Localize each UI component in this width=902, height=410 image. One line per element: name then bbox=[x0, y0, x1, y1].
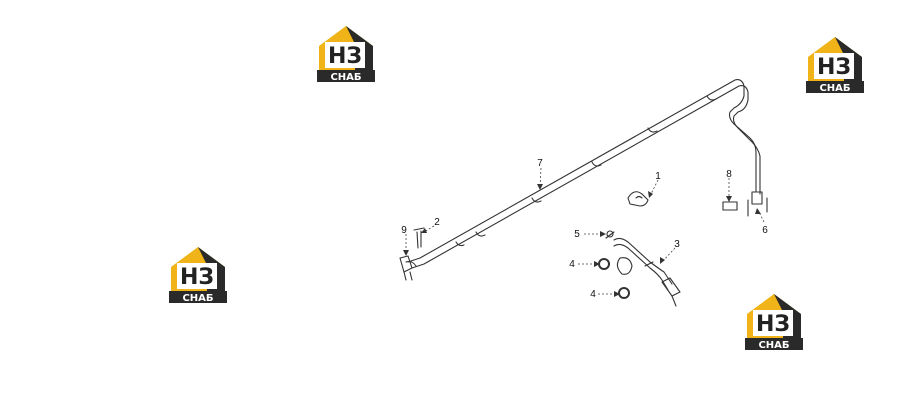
logo-sub-text: СНАБ bbox=[182, 293, 213, 304]
callout-4: 4 bbox=[590, 289, 596, 300]
logo-sub-text: СНАБ bbox=[330, 72, 361, 83]
leader-lines bbox=[405, 167, 765, 295]
watermark-logo: НЗ СНАБ bbox=[804, 33, 866, 95]
callout-labels: 7 1 2 9 5 3 4 4 8 6 bbox=[401, 158, 768, 300]
fuel-pipe-7 bbox=[407, 79, 761, 269]
callout-3: 3 bbox=[674, 239, 680, 250]
leader-arrows bbox=[403, 184, 761, 297]
logo-sub-text: СНАБ bbox=[819, 83, 850, 94]
callout-7: 7 bbox=[537, 158, 543, 169]
left-fitting bbox=[399, 227, 425, 281]
logo-main-text: НЗ bbox=[756, 312, 790, 337]
callout-1: 1 bbox=[655, 171, 661, 182]
logo-main-text: НЗ bbox=[817, 55, 851, 80]
callout-4: 4 bbox=[569, 259, 575, 270]
callout-8: 8 bbox=[726, 169, 732, 180]
callout-5: 5 bbox=[574, 229, 580, 240]
fuel-line-part-3 bbox=[605, 230, 681, 307]
logo-sub-text: СНАБ bbox=[758, 340, 789, 351]
watermark-logo: НЗ СНАБ bbox=[743, 290, 805, 352]
callout-6: 6 bbox=[762, 225, 768, 236]
callout-9: 9 bbox=[401, 225, 407, 236]
logo-main-text: НЗ bbox=[328, 44, 362, 69]
pipe-clamps bbox=[455, 95, 717, 247]
watermark-logo: НЗ СНАБ bbox=[315, 22, 377, 84]
watermark-logo: НЗ СНАБ bbox=[167, 243, 229, 305]
logo-main-text: НЗ bbox=[180, 265, 214, 290]
clamp-part-1 bbox=[627, 191, 649, 207]
callout-2: 2 bbox=[434, 217, 440, 228]
right-fitting bbox=[722, 191, 768, 217]
